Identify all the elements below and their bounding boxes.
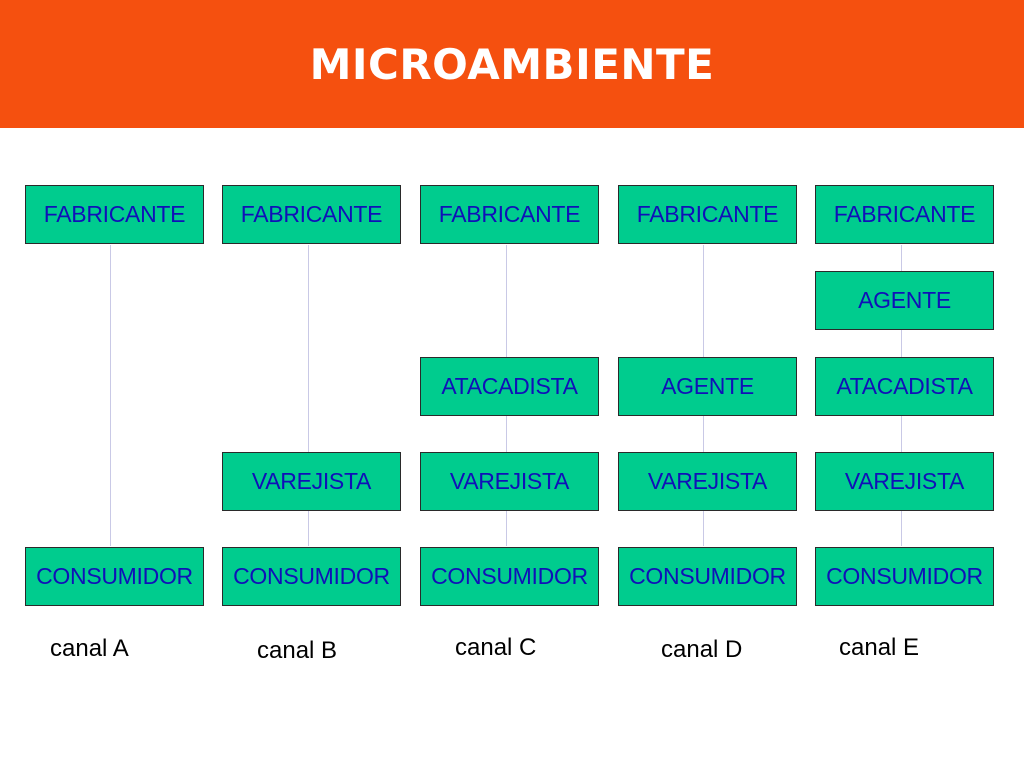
- node-consumidor: CONSUMIDOR: [815, 547, 994, 606]
- node-varejista: VAREJISTA: [815, 452, 994, 511]
- node-fabricante: FABRICANTE: [25, 185, 204, 244]
- connector-canal-a: [110, 245, 111, 546]
- channel-label: canal B: [257, 637, 338, 664]
- node-atacadista: ATACADISTA: [420, 357, 599, 416]
- node-consumidor: CONSUMIDOR: [420, 547, 599, 606]
- node-varejista: VAREJISTA: [618, 452, 797, 511]
- node-consumidor: CONSUMIDOR: [618, 547, 797, 606]
- channel-label: canal D: [661, 636, 743, 663]
- node-fabricante: FABRICANTE: [222, 185, 401, 244]
- node-fabricante: FABRICANTE: [618, 185, 797, 244]
- channel-label: canal A: [50, 635, 129, 662]
- node-agente: AGENTE: [618, 357, 797, 416]
- node-varejista: VAREJISTA: [420, 452, 599, 511]
- connector-canal-b: [308, 245, 309, 546]
- node-atacadista: ATACADISTA: [815, 357, 994, 416]
- channel-label: canal C: [455, 634, 537, 661]
- node-varejista: VAREJISTA: [222, 452, 401, 511]
- node-fabricante: FABRICANTE: [420, 185, 599, 244]
- node-agente: AGENTE: [815, 271, 994, 330]
- page-title: MICROAMBIENTE: [309, 39, 715, 89]
- node-consumidor: CONSUMIDOR: [25, 547, 204, 606]
- channel-label: canal E: [839, 634, 920, 661]
- title-bar: [0, 0, 1024, 128]
- node-consumidor: CONSUMIDOR: [222, 547, 401, 606]
- node-fabricante: FABRICANTE: [815, 185, 994, 244]
